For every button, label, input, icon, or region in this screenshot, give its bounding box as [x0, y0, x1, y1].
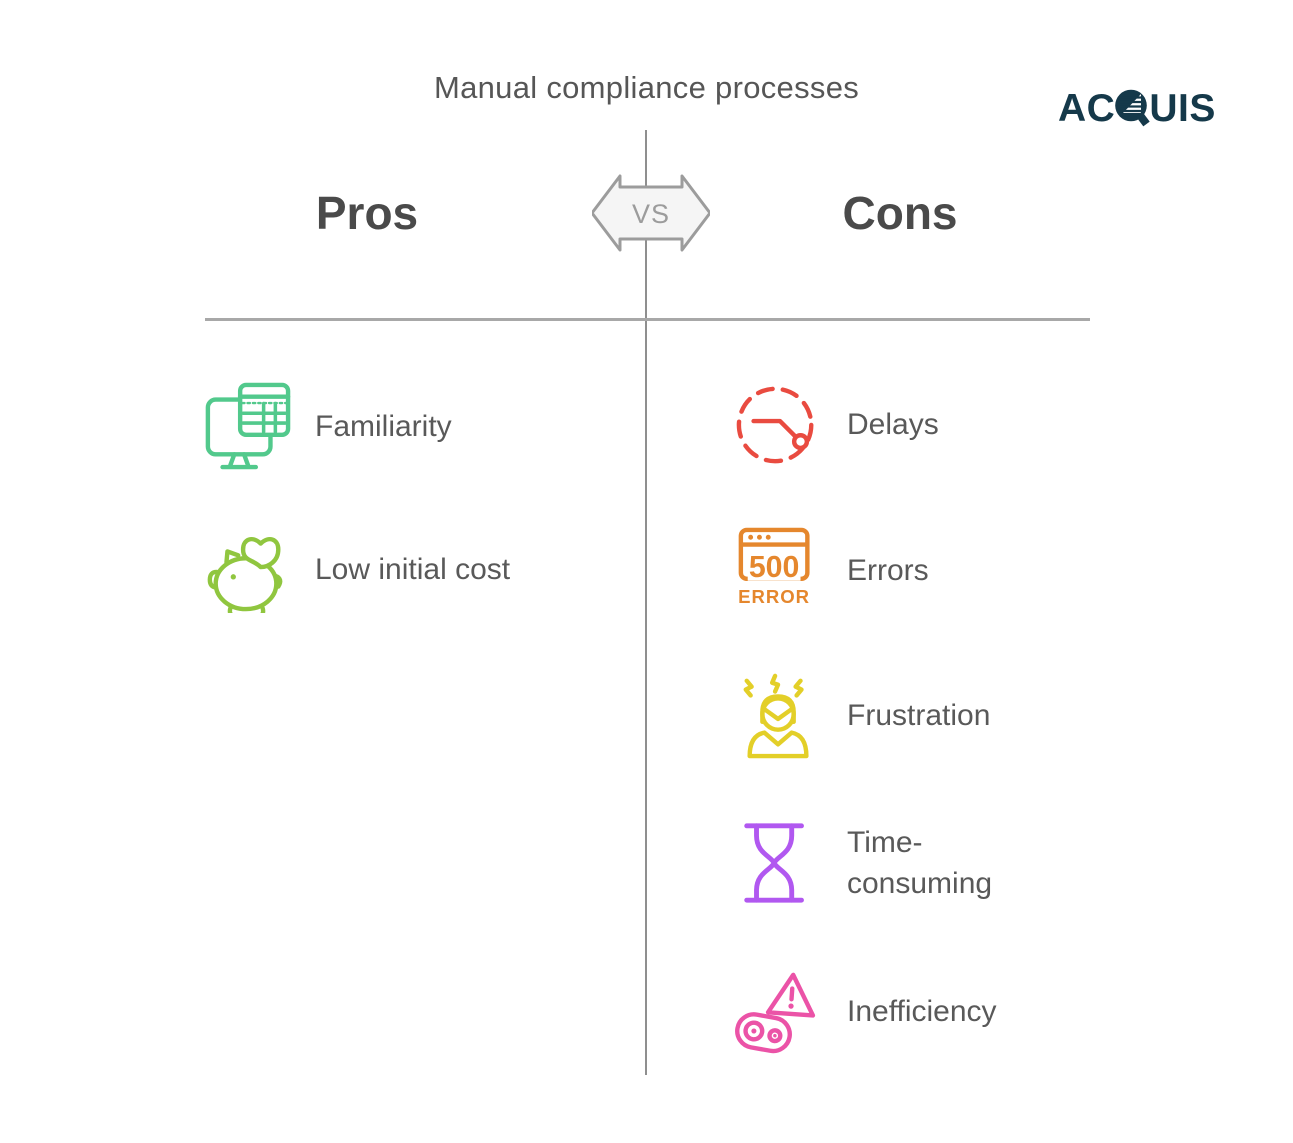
- vertical-divider: [645, 130, 647, 1075]
- error-code-text: 500: [749, 551, 800, 584]
- item-label: Inefficiency: [847, 994, 997, 1028]
- item-label: Frustration: [847, 698, 991, 732]
- cons-item-frustration: Frustration: [735, 671, 990, 759]
- logo-text-prefix: AC: [1058, 86, 1116, 130]
- error-500-icon: 500 ERROR: [735, 526, 823, 614]
- vs-badge: VS: [592, 174, 710, 254]
- warning-gear-icon: [735, 967, 823, 1055]
- pros-item-familiarity: Familiarity: [203, 382, 452, 470]
- horizontal-divider: [205, 318, 1090, 321]
- item-label: Familiarity: [315, 409, 452, 443]
- stopwatch-delay-icon: [735, 380, 823, 468]
- logo-text-suffix: UIS: [1149, 86, 1216, 130]
- cons-heading: Cons: [842, 187, 958, 239]
- item-label: Low initial cost: [315, 552, 511, 586]
- cons-item-time-consuming: Time-consuming: [735, 819, 1062, 907]
- double-arrow-icon: [592, 174, 710, 252]
- cons-item-errors: 500 ERROR Errors: [735, 526, 929, 614]
- item-label: Time-consuming: [847, 826, 993, 900]
- hourglass-icon: [735, 819, 823, 907]
- cons-item-delays: Delays: [735, 380, 939, 468]
- item-label: Errors: [847, 553, 929, 587]
- frustrated-person-icon: [735, 671, 823, 759]
- piggy-bank-heart-icon: [203, 525, 291, 613]
- vs-label: VS: [631, 198, 671, 229]
- monitor-spreadsheet-icon: [203, 382, 291, 470]
- page-title: Manual compliance processes: [433, 70, 860, 105]
- logo-q-leaf-icon: [1115, 89, 1151, 127]
- error-word-text: ERROR: [738, 586, 810, 607]
- pros-heading: Pros: [315, 187, 419, 239]
- pros-item-low-initial-cost: Low initial cost: [203, 525, 510, 613]
- brand-logo: AC UIS: [1058, 86, 1216, 130]
- cons-item-inefficiency: Inefficiency: [735, 967, 997, 1055]
- item-label: Delays: [847, 407, 939, 441]
